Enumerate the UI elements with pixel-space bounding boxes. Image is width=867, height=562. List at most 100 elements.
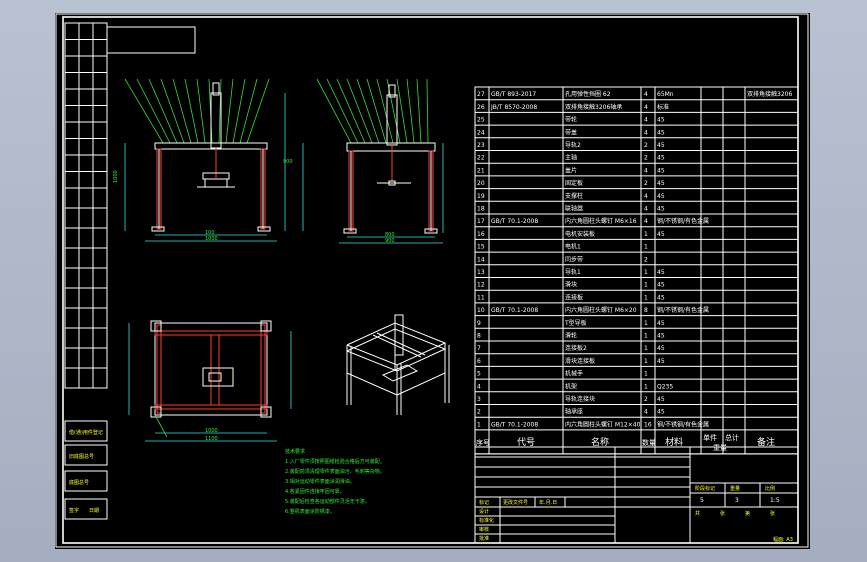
- tb-mark: 标记: [479, 499, 489, 506]
- drawing-canvas[interactable]: 借(通)用件登记 旧底图总号 底图总号 签字 日期: [55, 13, 810, 549]
- bom-no: 27: [477, 91, 485, 98]
- bom-no: 11: [477, 294, 485, 301]
- bom-material: 45: [657, 206, 665, 213]
- bom-no: 14: [477, 256, 485, 263]
- tb-num1: 5: [700, 497, 704, 504]
- bom-material: 45: [657, 294, 665, 301]
- bom-material: 45: [657, 358, 665, 365]
- bom-qty: 4: [644, 218, 648, 225]
- bom-no: 12: [477, 282, 485, 289]
- svg-text:代号: 代号: [517, 437, 535, 448]
- bom-code: GB/T 70.1-2008: [491, 218, 538, 225]
- bom-no: 10: [477, 307, 485, 314]
- notes-title: 技术要求: [285, 448, 305, 455]
- svg-text:100: 100: [205, 230, 215, 236]
- bom-qty: 8: [644, 307, 648, 314]
- bom-material: 45: [657, 320, 665, 327]
- svg-text:序号: 序号: [476, 438, 490, 447]
- bom-name: 滑块: [565, 281, 577, 289]
- bom-name: 机架: [565, 382, 577, 390]
- bom-no: 21: [477, 167, 485, 174]
- bom-material: 45: [657, 142, 665, 149]
- tb-date: 年.月.日: [539, 499, 557, 506]
- bom-no: 13: [477, 269, 485, 276]
- note-5: 5.装配后检查各运动部件灵活无卡滞。: [285, 498, 370, 505]
- svg-text:1000: 1000: [205, 428, 218, 434]
- bom-material: 45: [657, 231, 665, 238]
- tb-scale-label: 比例: [765, 485, 775, 492]
- bom-qty: 1: [644, 269, 648, 276]
- svg-text:数量: 数量: [642, 438, 656, 447]
- svg-text:1100: 1100: [205, 436, 218, 442]
- front-view: 100 1000 1000 900: [113, 78, 304, 242]
- sheet-border: [55, 13, 809, 548]
- bom-qty: 4: [644, 129, 648, 136]
- svg-text:总计: 总计: [725, 433, 739, 442]
- drawing-sheet[interactable]: 借(通)用件登记 旧底图总号 底图总号 签字 日期: [55, 13, 810, 549]
- bom-qty: 4: [644, 206, 648, 213]
- bom-header: 序号代号名称数量材料单件总计重量备注: [476, 433, 775, 452]
- bom-material: 65Mn: [657, 91, 674, 98]
- bom-name: 盖片: [565, 166, 577, 174]
- bom-no: 19: [477, 193, 485, 200]
- tb-design: 设计: [479, 508, 489, 515]
- bom-no: 2: [477, 409, 481, 416]
- tb-weight: 重量: [730, 485, 740, 492]
- bom-name: 主轴: [565, 154, 577, 162]
- svg-text:单件: 单件: [703, 433, 717, 442]
- bom-no: 16: [477, 231, 485, 238]
- side-box-4-label: 签字: [69, 507, 79, 514]
- bom-material: 45: [657, 333, 665, 340]
- side-box-4: [64, 498, 108, 520]
- bom-no: 8: [477, 333, 481, 340]
- bom-material: 45: [657, 409, 665, 416]
- bom-name: 内六角圆柱头螺钉 M12×40: [565, 420, 641, 428]
- bom-qty: 4: [644, 117, 648, 124]
- bom-material: 45: [657, 180, 665, 187]
- bom-qty: 2: [644, 180, 648, 187]
- bom-name: 双排角接触3206轴承: [565, 103, 622, 111]
- side-view: 800 900: [316, 78, 444, 244]
- svg-text:900: 900: [385, 238, 395, 244]
- bom-name: 同步带: [565, 255, 583, 263]
- bom-no: 6: [477, 358, 481, 365]
- bom-extra: 双排角接触3206: [747, 90, 792, 98]
- bom-name: 带盖: [565, 128, 577, 136]
- bom-name: 导轨2: [565, 141, 581, 149]
- bom-code: GB/T 70.1-2008: [491, 307, 538, 314]
- bom-no: 9: [477, 320, 481, 327]
- bom-no: 22: [477, 155, 485, 162]
- note-6: 6.整机表面涂防锈漆。: [285, 508, 335, 515]
- bom-material: 标准: [657, 103, 669, 111]
- bom-material: 45: [657, 155, 665, 162]
- side-box-4-label2: 日期: [89, 508, 99, 514]
- bom-material: 45: [657, 167, 665, 174]
- bom-name: 滑轮: [565, 332, 577, 340]
- tb-sheet: 张: [770, 510, 775, 517]
- bom-name: 内六角圆柱头螺钉 M6×16: [565, 217, 637, 225]
- bom-name: 轴承座: [565, 408, 583, 416]
- note-3: 3.相对运动零件表面涂润滑油。: [285, 478, 355, 485]
- bom-no: 20: [477, 180, 485, 187]
- side-box-1: [64, 420, 108, 442]
- bom-material: 45: [657, 193, 665, 200]
- side-box-1-label: 借(通)用件登记: [69, 429, 103, 436]
- bom-no: 15: [477, 244, 485, 251]
- bom-material: 45: [657, 282, 665, 289]
- bom-name: 连接板2: [565, 344, 587, 352]
- bom-name: 机械手: [565, 370, 583, 378]
